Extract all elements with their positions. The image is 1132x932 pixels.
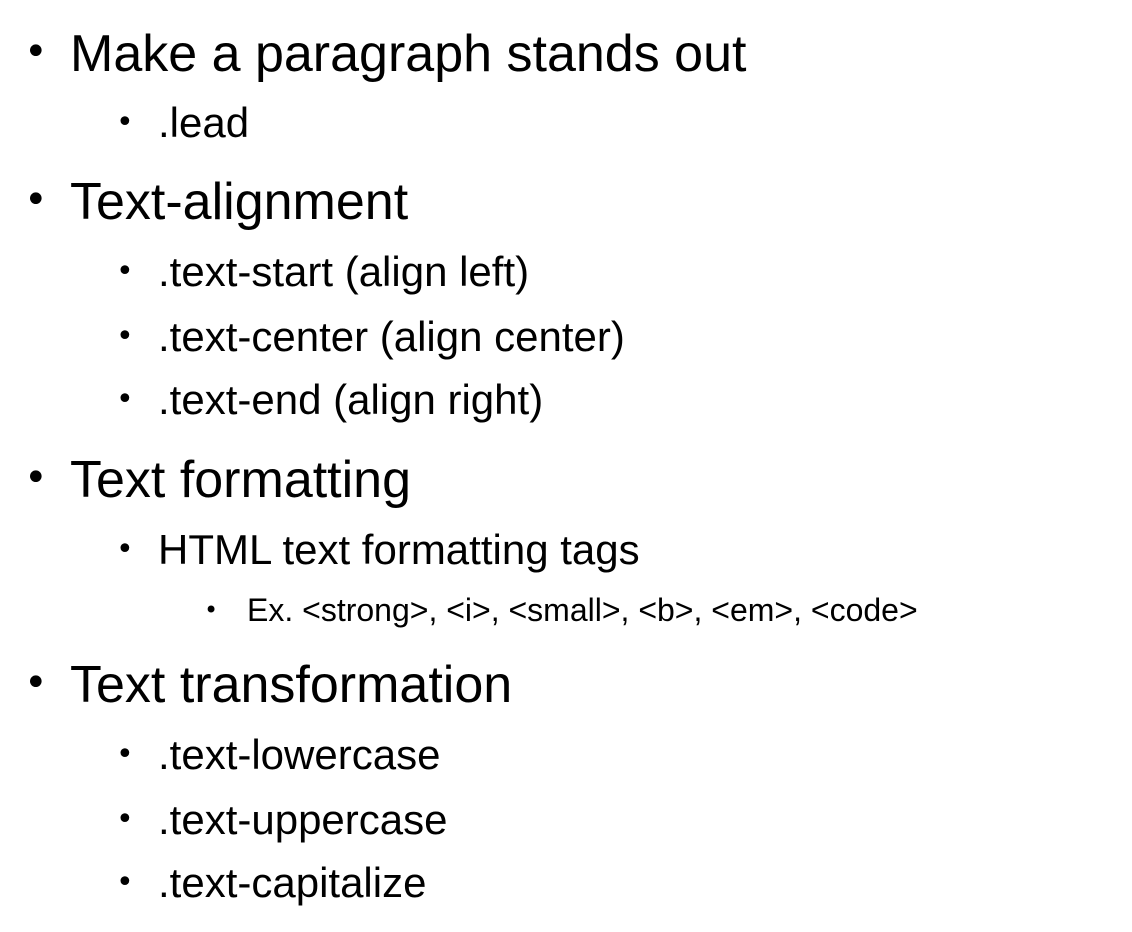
bullet-text: .text-start (align left): [158, 248, 530, 295]
bullet-text: Text formatting: [70, 451, 412, 509]
bullet-text: .text-uppercase: [158, 796, 448, 843]
bullet-text: .text-capitalize: [158, 859, 427, 906]
bullet-icon: •: [24, 177, 48, 223]
bullet-text: .text-lowercase: [158, 731, 441, 778]
bullet-text: .text-end (align right): [158, 376, 544, 423]
bullet-icon: •: [116, 382, 134, 417]
bullet-icon: •: [24, 455, 48, 501]
bullet-icon: •: [24, 29, 48, 75]
bullet-icon: •: [116, 802, 134, 837]
bullet-icon: •: [116, 737, 134, 772]
bullet-text: .text-center (align center): [158, 313, 625, 360]
bullet-text: HTML text formatting tags: [158, 526, 640, 573]
bullet-icon: •: [24, 660, 48, 706]
bullet-icon: •: [116, 105, 134, 140]
bullet-icon: •: [116, 319, 134, 354]
bullet-text: Ex. <strong>, <i>, <small>, <b>, <em>, <…: [247, 592, 918, 628]
bullet-icon: •: [116, 254, 134, 289]
bullet-text: Text transformation: [70, 656, 513, 714]
bullet-icon: •: [204, 596, 219, 624]
bullet-text: .lead: [158, 99, 250, 146]
bullet-icon: •: [116, 865, 134, 900]
bullet-icon: •: [116, 532, 134, 567]
bullet-text: Text-alignment: [70, 173, 409, 231]
bullet-text: Make a paragraph stands out: [70, 25, 747, 83]
